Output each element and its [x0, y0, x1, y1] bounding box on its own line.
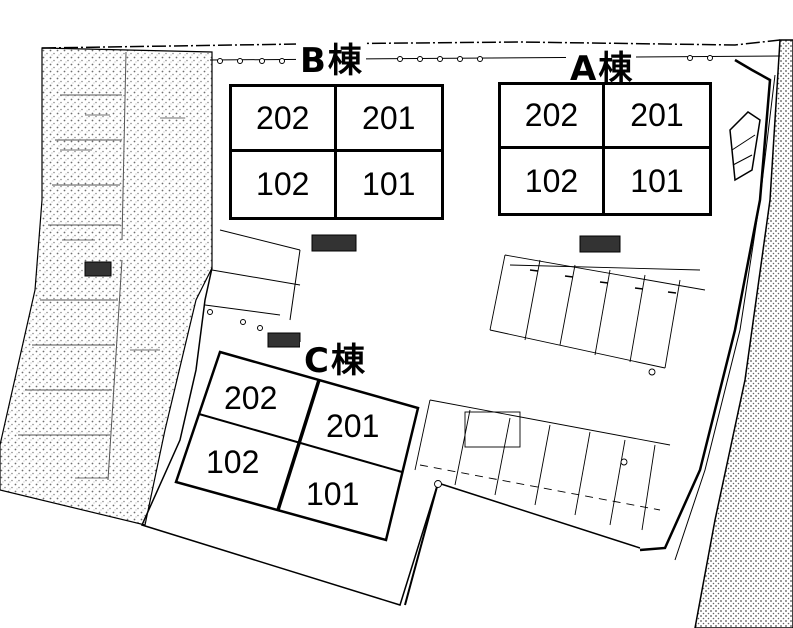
building-b-suffix: 棟	[327, 41, 362, 81]
building-c-label: C棟	[300, 342, 369, 380]
unit-b-102: 102	[232, 152, 337, 217]
unit-a-201: 201	[605, 85, 709, 149]
right-road-inner	[674, 74, 776, 561]
unit-b-202: 202	[232, 87, 337, 152]
right-road-edge	[639, 58, 772, 552]
building-a-label: A棟	[566, 49, 637, 89]
building-a-letter: A	[570, 49, 599, 89]
building-b-units: 202 201 102 101	[229, 84, 444, 220]
building-c-suffix: 棟	[330, 341, 365, 381]
right-road-strip	[694, 39, 793, 628]
unit-b-201: 201	[336, 87, 441, 152]
unit-a-202: 202	[501, 85, 605, 149]
top-bollards	[217, 55, 713, 64]
driveway-lines	[204, 229, 301, 331]
top-boundary	[41, 39, 781, 49]
left-parking-stalls	[18, 51, 127, 481]
unit-c-101: 101	[306, 476, 360, 512]
unit-a-102: 102	[501, 149, 605, 213]
entrance-symbols	[84, 234, 621, 348]
lower-parking-stalls	[414, 368, 671, 531]
unit-c-202: 202	[224, 380, 278, 416]
left-annotations	[60, 114, 185, 479]
building-b-letter: B	[300, 41, 328, 81]
unit-c-201: 201	[326, 408, 380, 444]
building-a-suffix: 棟	[598, 49, 633, 89]
building-a-units: 202 201 102 101	[498, 82, 712, 216]
unit-a-101: 101	[630, 162, 684, 199]
building-b-label: B棟	[296, 42, 366, 80]
right-parking-stalls	[489, 254, 706, 369]
unit-c-102: 102	[206, 444, 260, 480]
left-parking-area	[0, 47, 213, 526]
building-c-letter: C	[304, 341, 331, 381]
stall-dashes	[529, 269, 677, 294]
right-corner-structure	[729, 111, 761, 182]
unit-b-101: 101	[362, 166, 416, 202]
